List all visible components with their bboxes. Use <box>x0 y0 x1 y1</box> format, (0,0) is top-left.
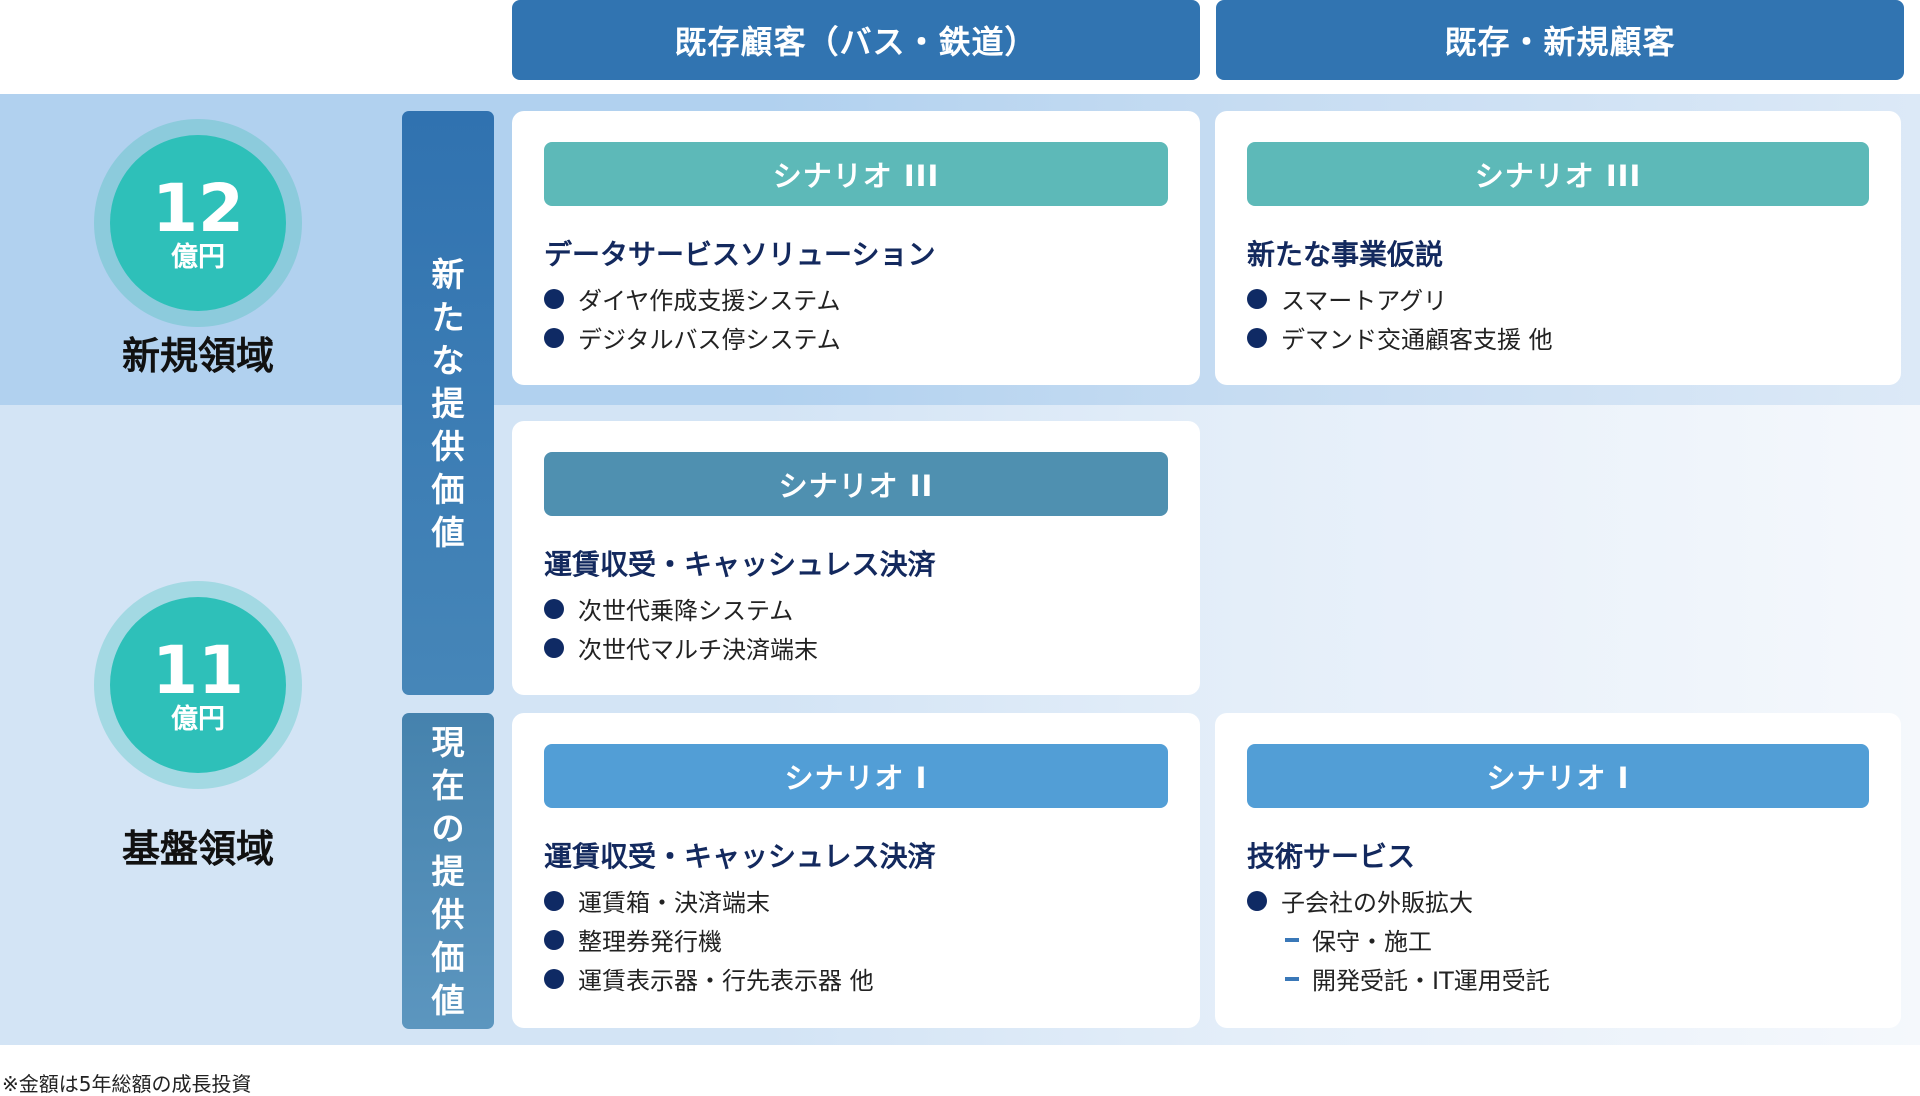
vertical-char: 値 <box>431 980 465 1020</box>
list-item: 運賃箱・決済端末 <box>544 881 874 920</box>
card-title: 運賃収受・キャッシュレス決済 <box>544 840 936 873</box>
current-value-bar: 現 在 の 提 供 価 値 <box>402 713 494 1029</box>
item-list: ダイヤ作成支援システム デジタルバス停システム <box>544 279 841 357</box>
scenario-badge: シナリオ I <box>544 744 1168 808</box>
scenario-badge: シナリオ II <box>544 452 1168 516</box>
vertical-char: 現 <box>431 722 465 762</box>
column-header-existing-customers: 既存顧客（バス・鉄道） <box>512 0 1200 80</box>
dash-icon <box>1285 976 1299 981</box>
vertical-char: 価 <box>431 937 465 977</box>
vertical-char: 提 <box>431 851 465 891</box>
vertical-char: た <box>431 297 465 337</box>
list-item: 次世代乗降システム <box>544 589 818 628</box>
scenario-badge: シナリオ III <box>1247 142 1869 206</box>
list-item-text: 子会社の外販拡大 <box>1281 889 1473 917</box>
vertical-char: な <box>431 340 465 380</box>
list-item: スマートアグリ <box>1247 279 1553 318</box>
base-area-amount-badge: 11 億円 <box>94 581 302 789</box>
bullet-dot-icon <box>544 968 564 989</box>
bullet-dot-icon <box>1247 890 1267 911</box>
item-list: 子会社の外販拡大 保守・施工 開発受託・IT運用受託 <box>1247 881 1550 998</box>
amount-unit: 億円 <box>171 704 225 735</box>
amount-unit: 億円 <box>171 242 225 273</box>
list-item-text: ダイヤ作成支援システム <box>578 287 841 315</box>
bullet-dot-icon <box>544 598 564 619</box>
bullet-dot-icon <box>544 327 564 348</box>
scenario-badge: シナリオ III <box>544 142 1168 206</box>
bullet-dot-icon <box>544 890 564 911</box>
amount-value: 12 <box>152 170 244 247</box>
new-area-label: 新規領域 <box>121 334 274 378</box>
amount-value: 11 <box>152 632 244 709</box>
vertical-char: 在 <box>431 765 465 805</box>
list-item: ダイヤ作成支援システム <box>544 279 841 318</box>
bullet-dot-icon <box>544 288 564 309</box>
vertical-char: 値 <box>431 512 465 552</box>
card-title: 新たな事業仮説 <box>1247 238 1444 271</box>
amount-circle: 12 億円 <box>110 135 286 311</box>
list-item-text: 運賃表示器・行先表示器 他 <box>578 967 874 995</box>
bullet-dot-icon <box>1247 288 1267 309</box>
vertical-char: の <box>431 808 465 848</box>
scenario-card-data-service: シナリオ III データサービスソリューション ダイヤ作成支援システム デジタル… <box>512 111 1200 385</box>
list-item-text: 運賃箱・決済端末 <box>578 889 770 917</box>
scenario-badge: シナリオ I <box>1247 744 1869 808</box>
list-item-text: 次世代マルチ決済端末 <box>578 636 818 664</box>
list-item-text: 次世代乗降システム <box>578 597 794 625</box>
column-header-existing-new-customers: 既存・新規顧客 <box>1216 0 1904 80</box>
list-item: 子会社の外販拡大 <box>1247 881 1550 920</box>
scenario-card-fare-current: シナリオ I 運賃収受・キャッシュレス決済 運賃箱・決済端末 整理券発行機 運賃… <box>512 713 1200 1028</box>
item-list: 運賃箱・決済端末 整理券発行機 運賃表示器・行先表示器 他 <box>544 881 874 998</box>
list-item-text: デジタルバス停システム <box>578 326 841 354</box>
list-item-text: デマンド交通顧客支援 他 <box>1281 326 1553 354</box>
scenario-card-new-business: シナリオ III 新たな事業仮説 スマートアグリ デマンド交通顧客支援 他 <box>1215 111 1901 385</box>
bullet-dot-icon <box>1247 327 1267 348</box>
amount-circle: 11 億円 <box>110 597 286 773</box>
list-item: デジタルバス停システム <box>544 318 841 357</box>
vertical-char: 供 <box>431 426 465 466</box>
new-area-amount-badge: 12 億円 <box>94 119 302 327</box>
base-area-label: 基盤領域 <box>121 827 274 871</box>
list-item: 整理券発行機 <box>544 920 874 959</box>
vertical-char: 提 <box>431 383 465 423</box>
list-item-text: 整理券発行機 <box>578 928 722 956</box>
card-title: 技術サービス <box>1247 840 1416 873</box>
vertical-char: 供 <box>431 894 465 934</box>
footnote: ※金額は5年総額の成長投資 <box>2 1072 252 1096</box>
list-item-text: スマートアグリ <box>1281 287 1448 315</box>
column-header-label: 既存・新規顧客 <box>1444 23 1676 61</box>
card-title: データサービスソリューション <box>544 238 936 271</box>
new-value-bar: 新 た な 提 供 価 値 <box>402 111 494 695</box>
list-item: デマンド交通顧客支援 他 <box>1247 318 1553 357</box>
item-list: 次世代乗降システム 次世代マルチ決済端末 <box>544 589 818 667</box>
dash-icon <box>1285 937 1299 942</box>
sub-list-item: 開発受託・IT運用受託 <box>1247 959 1550 998</box>
sub-list-item: 保守・施工 <box>1247 920 1550 959</box>
bullet-dot-icon <box>544 637 564 658</box>
vertical-char: 新 <box>431 254 465 294</box>
sub-item-text: 保守・施工 <box>1312 928 1432 956</box>
card-title: 運賃収受・キャッシュレス決済 <box>544 548 936 581</box>
sub-item-text: 開発受託・IT運用受託 <box>1312 967 1550 995</box>
list-item: 次世代マルチ決済端末 <box>544 628 818 667</box>
column-header-label: 既存顧客（バス・鉄道） <box>674 23 1038 61</box>
scenario-card-fare-next-gen: シナリオ II 運賃収受・キャッシュレス決済 次世代乗降システム 次世代マルチ決… <box>512 421 1200 695</box>
scenario-card-tech-service: シナリオ I 技術サービス 子会社の外販拡大 保守・施工 開発受託・IT運用受託 <box>1215 713 1901 1028</box>
item-list: スマートアグリ デマンド交通顧客支援 他 <box>1247 279 1553 357</box>
vertical-char: 価 <box>431 469 465 509</box>
bullet-dot-icon <box>544 929 564 950</box>
list-item: 運賃表示器・行先表示器 他 <box>544 959 874 998</box>
